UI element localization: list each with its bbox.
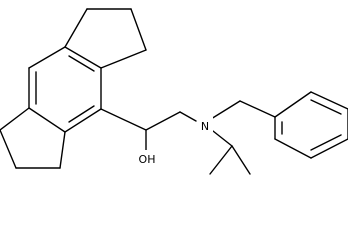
upper-cyclopentane-ring (64, 8, 147, 69)
central-benzene-ring (28, 46, 102, 133)
side-chain (100, 100, 276, 175)
hydroxyl-group: OH (135, 150, 159, 168)
hydroxyl-label: OH (139, 153, 156, 166)
molecule-structure: OH N (0, 8, 348, 175)
lower-cyclopentane-ring (0, 107, 66, 169)
nitrogen-atom: N (197, 117, 213, 135)
phenyl-ring (274, 91, 348, 159)
nitrogen-label: N (201, 120, 209, 133)
